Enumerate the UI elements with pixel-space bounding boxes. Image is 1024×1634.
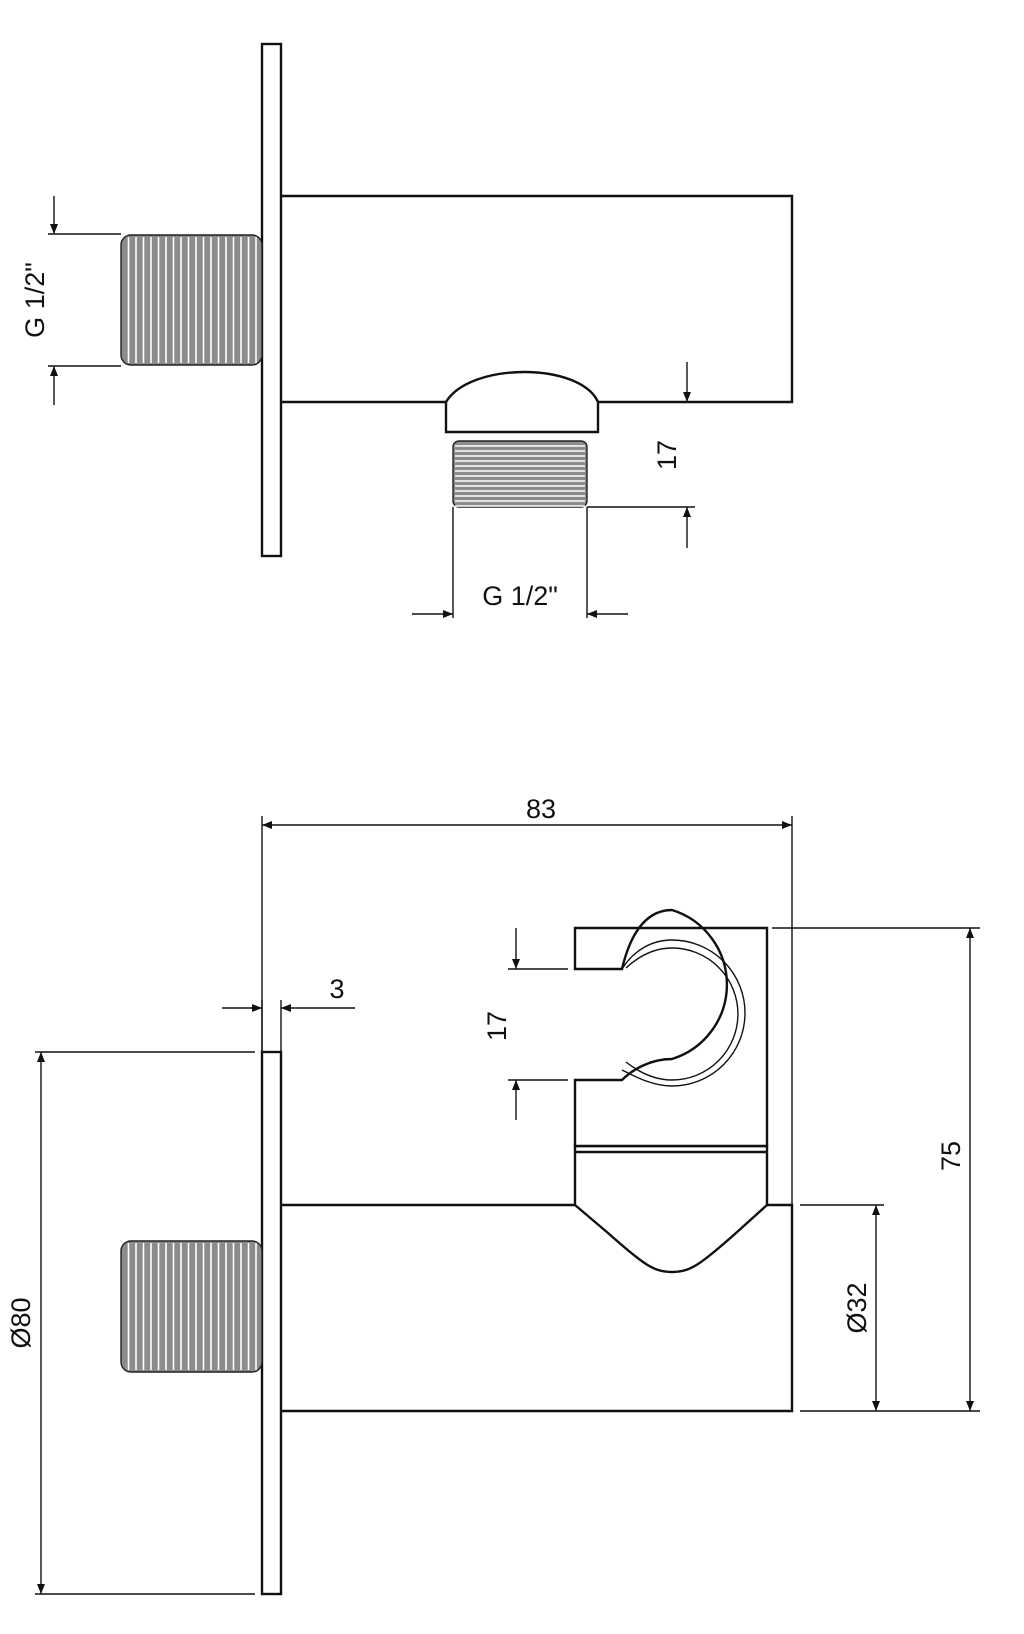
label-height: 75 [936, 1141, 966, 1171]
dim-top-outlet-height: 17 [587, 362, 695, 548]
label-flange-thickness: 3 [329, 974, 344, 1004]
top-wall-flange [260, 42, 283, 558]
label-body-diameter: Ø32 [842, 1282, 872, 1333]
dim-width: 83 [261, 794, 793, 1205]
dim-holder-opening: 17 [482, 928, 568, 1120]
top-outlet-dome [444, 370, 600, 434]
label-top-inlet-thread: G 1/2" [20, 262, 50, 338]
dim-top-inlet-thread: G 1/2" [20, 196, 121, 405]
label-flange-diameter: Ø80 [6, 1297, 36, 1348]
top-inlet-thread [120, 234, 263, 366]
label-top-outlet-thread: G 1/2" [482, 581, 558, 611]
top-view: G 1/2" 17 G 1/2" [20, 42, 794, 618]
front-view: 83 3 17 75 [6, 794, 980, 1596]
top-outlet-thread [452, 440, 588, 508]
dim-height: 75 [772, 927, 980, 1412]
front-wall-flange [260, 1050, 283, 1596]
dim-body-diameter: Ø32 [800, 1204, 884, 1411]
dim-top-outlet-thread: G 1/2" [412, 507, 628, 618]
front-inlet-thread [120, 1240, 263, 1373]
dim-flange-thickness: 3 [222, 974, 355, 1052]
shower-holder [573, 908, 769, 1274]
label-top-outlet-height: 17 [652, 440, 682, 470]
top-body [281, 194, 794, 404]
label-width: 83 [526, 794, 556, 824]
front-body [281, 1203, 794, 1413]
label-holder-opening: 17 [482, 1011, 512, 1041]
dim-flange-diameter: Ø80 [6, 1051, 255, 1595]
